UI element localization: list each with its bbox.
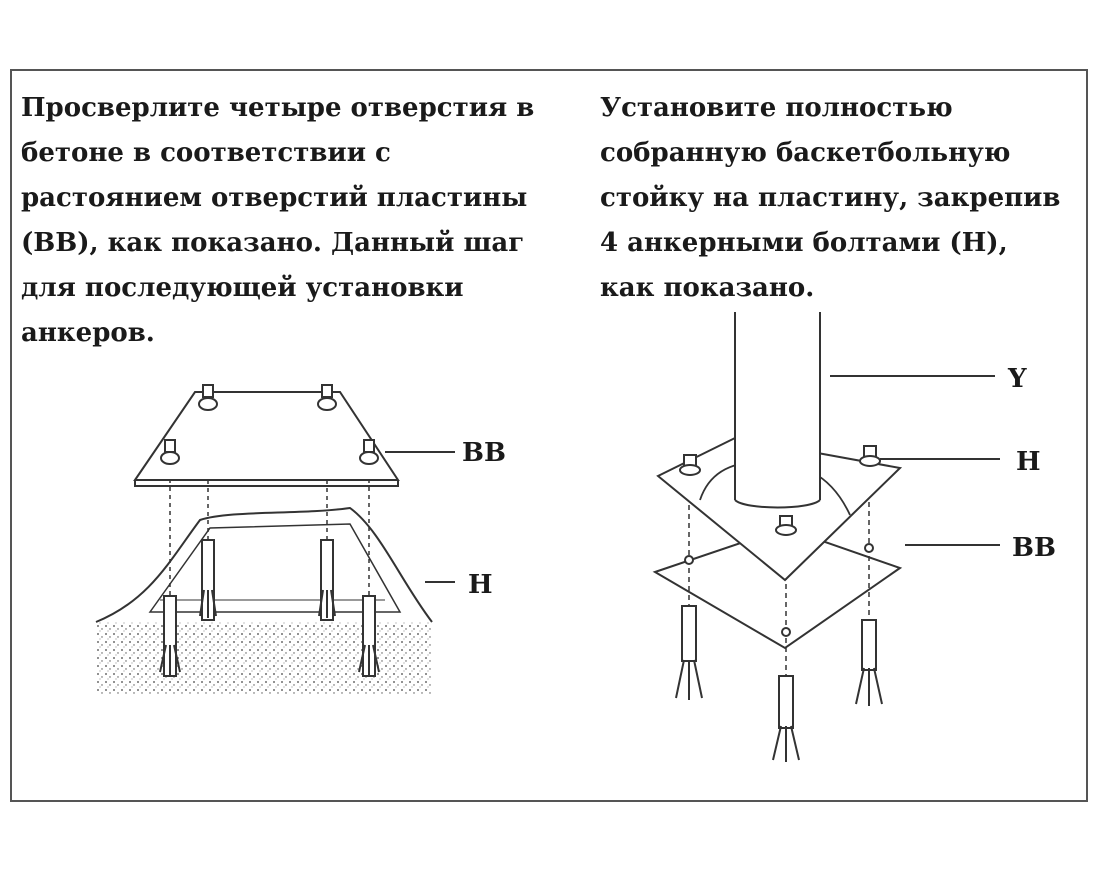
anchor-left-front <box>159 595 181 677</box>
bolt-heads-left <box>160 384 379 465</box>
anchor-left-back <box>199 539 217 621</box>
instruction-text-right: Установите полностью собранную баскетбол… <box>600 93 1061 303</box>
anchor-right-front <box>358 595 380 677</box>
base-plate-left <box>133 391 400 487</box>
excavation-outline <box>95 506 433 623</box>
anchor-front-r <box>772 675 800 762</box>
left-figure <box>95 384 455 694</box>
label-h-left: H <box>468 570 493 600</box>
anchor-right-back <box>318 539 336 621</box>
label-bb-left: BB <box>462 438 506 468</box>
concrete-ground <box>96 622 432 694</box>
label-y: Y <box>1007 364 1027 394</box>
instruction-text-left: Просверлите четыре отверстия в бетоне в … <box>21 93 535 348</box>
right-figure <box>652 312 1000 762</box>
label-h-right: H <box>1016 447 1041 477</box>
basketball-post <box>734 312 821 509</box>
label-bb-right: BB <box>1012 533 1056 563</box>
anchor-right-r <box>855 619 883 706</box>
bolt-heads-right <box>679 445 881 536</box>
anchor-left-r <box>675 605 703 700</box>
